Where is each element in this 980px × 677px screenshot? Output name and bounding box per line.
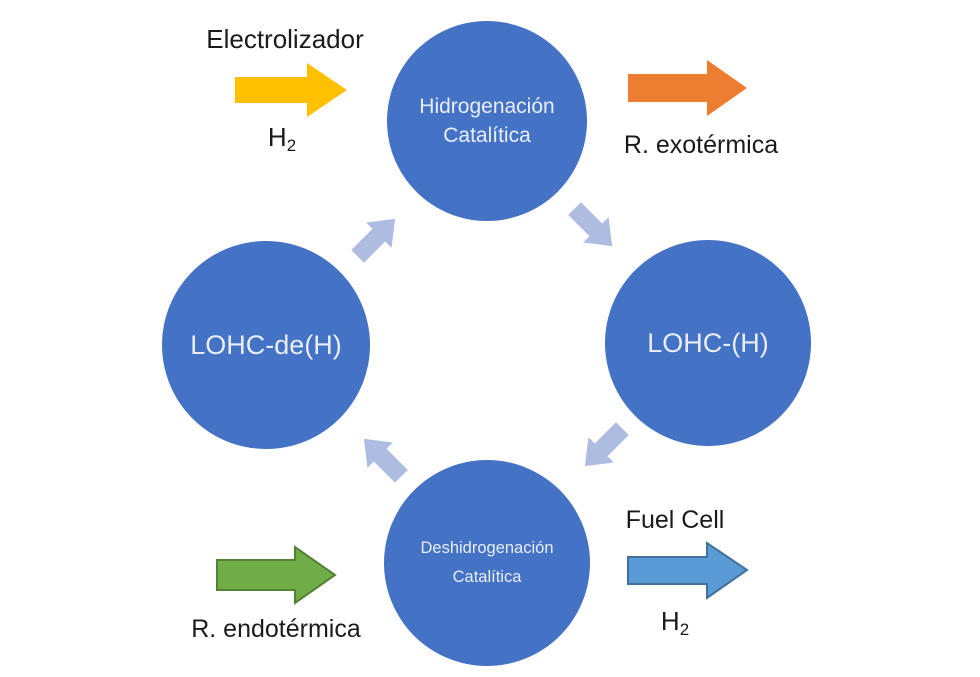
cycle-arrow-bottom-to-left-icon [363,438,408,483]
electrolyzer-arrow-icon [235,63,347,117]
cycle-arrow-left-to-top-icon [351,218,396,263]
h2-symbol: H [267,122,287,152]
node-lohc-hydrogenated: LOHC-(H) [605,240,811,446]
exothermic-reaction-label: R. exotérmica [623,131,779,159]
h2-input-label: H2 [232,122,332,155]
endothermic-arrow-icon [216,545,337,605]
node-lohc-dehydrogenated: LOHC-de(H) [162,241,370,449]
node-label-line: Catalítica [452,568,522,586]
node-label-line: Deshidrogenación [420,539,554,558]
node-label: LOHC-de(H) [190,329,342,360]
node-hidrogenacion-catalitica: Hidrogenación Catalítica [387,21,587,221]
fuel-cell-label: Fuel Cell [625,506,725,534]
exothermic-arrow-icon [628,60,747,116]
node-label-line: Catalítica [443,124,531,147]
fuelcell-arrow-icon [627,541,749,600]
cycle-arrow-top-to-right-icon [568,202,613,247]
h2-subscript: 2 [286,135,297,155]
h2-subscript: 2 [679,619,690,639]
cycle-arrow-right-to-bottom-icon [584,422,629,467]
h2-output-label: H2 [625,606,725,639]
node-label: LOHC-(H) [647,327,769,358]
node-label-line: Hidrogenación [419,94,555,118]
node-deshidrogenacion-catalitica: Deshidrogenación Catalítica [384,460,590,666]
electrolyzer-label: Electrolizador [206,24,364,54]
endothermic-reaction-label: R. endotérmica [191,615,361,643]
h2-symbol: H [660,606,680,636]
